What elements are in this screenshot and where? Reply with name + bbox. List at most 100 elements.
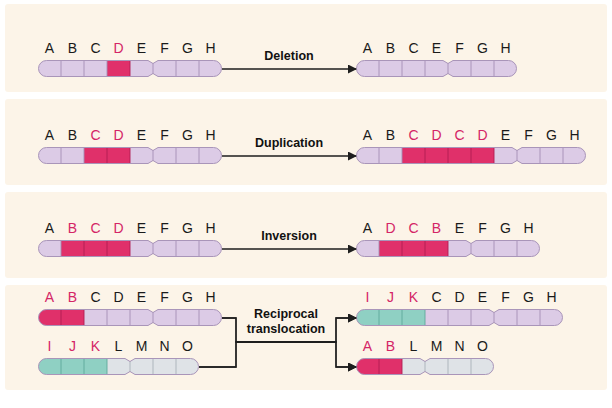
segment-divider	[540, 309, 541, 326]
gene-letter: C	[425, 287, 448, 307]
gene-letter: G	[176, 218, 199, 238]
segment-divider	[176, 60, 177, 77]
gene-letter: E	[130, 38, 153, 58]
gene-letter: C	[84, 125, 107, 145]
panel-band	[5, 285, 607, 390]
gene-letter: B	[61, 38, 84, 58]
segment-divider	[494, 309, 495, 326]
panel-band	[5, 4, 607, 92]
segment-divider	[402, 147, 403, 164]
segment-divider	[107, 240, 108, 257]
segment-divider	[176, 358, 177, 375]
segment-divider	[425, 358, 426, 375]
mutation-label: Duplication	[237, 136, 341, 151]
segment-divider	[61, 309, 62, 326]
segment-divider	[402, 309, 403, 326]
chromosome-segment	[379, 358, 403, 376]
segment-divider	[199, 147, 200, 164]
gene-letter: B	[61, 287, 84, 307]
segment-divider	[402, 358, 403, 375]
chromosome-segment	[448, 147, 472, 165]
gene-letter: D	[107, 125, 130, 145]
chromosome-segment	[494, 240, 518, 258]
gene-letter: E	[471, 287, 494, 307]
chromosome-segment	[379, 147, 403, 165]
chromosome-segment	[107, 309, 131, 327]
gene-letter: J	[379, 287, 402, 307]
gene-letter: A	[356, 218, 379, 238]
gene-letter: E	[130, 125, 153, 145]
segment-divider	[448, 60, 449, 77]
segment-divider	[402, 240, 403, 257]
chromosome-segment	[425, 240, 449, 258]
segment-divider	[517, 240, 518, 257]
gene-letter: I	[38, 336, 61, 356]
chromosome-segment	[402, 60, 426, 78]
gene-letter: C	[84, 38, 107, 58]
chromosome-segment	[176, 147, 200, 165]
segment-divider	[130, 60, 131, 77]
gene-letter: L	[107, 336, 130, 356]
mutation-label: Reciprocal translocation	[234, 307, 338, 337]
gene-letter: E	[130, 218, 153, 238]
gene-letter: D	[448, 287, 471, 307]
segment-divider	[84, 147, 85, 164]
segment-divider	[107, 358, 108, 375]
gene-letter: G	[471, 38, 494, 58]
panel-band	[5, 99, 607, 185]
segment-divider	[425, 309, 426, 326]
chromosome-segment	[176, 309, 200, 327]
gene-letter: A	[356, 336, 379, 356]
chromosome-segment	[402, 240, 426, 258]
gene-letter: A	[38, 218, 61, 238]
chromosome-outline	[357, 148, 586, 164]
gene-letter: G	[517, 287, 540, 307]
gene-letter: D	[379, 218, 402, 238]
gene-letter: O	[471, 336, 494, 356]
gene-letter: N	[448, 336, 471, 356]
gene-letter: B	[61, 125, 84, 145]
chromosome-segment	[61, 147, 85, 165]
segment-divider	[176, 309, 177, 326]
gene-letter: F	[153, 287, 176, 307]
segment-divider	[107, 147, 108, 164]
chromosome-segment	[471, 60, 495, 78]
gene-letter: C	[402, 38, 425, 58]
segment-divider	[517, 147, 518, 164]
chromosome: ABLMNO	[356, 336, 494, 376]
gene-letter: E	[425, 38, 448, 58]
chromosome: ADCBEFGH	[356, 218, 540, 258]
gene-letter: G	[176, 38, 199, 58]
gene-letter: C	[448, 125, 471, 145]
chromosome-shape	[38, 309, 222, 327]
segment-divider	[517, 309, 518, 326]
gene-letter: O	[176, 336, 199, 356]
segment-divider	[379, 240, 380, 257]
gene-letter: B	[61, 218, 84, 238]
segment-divider	[84, 60, 85, 77]
chromosome-segment	[107, 240, 131, 258]
chromosome-segment	[61, 240, 85, 258]
gene-letter: H	[563, 125, 586, 145]
gene-letter: G	[176, 287, 199, 307]
gene-letter: A	[38, 125, 61, 145]
chromosome-segment	[84, 358, 108, 376]
gene-letter: C	[402, 218, 425, 238]
gene-letter: D	[471, 125, 494, 145]
segment-divider	[448, 358, 449, 375]
mutation-label: Deletion	[237, 49, 341, 64]
segment-divider	[471, 147, 472, 164]
segment-divider	[107, 60, 108, 77]
gene-letter: F	[517, 125, 540, 145]
segment-divider	[61, 147, 62, 164]
gene-letter: F	[471, 218, 494, 238]
gene-letter: F	[153, 125, 176, 145]
gene-letter: E	[448, 218, 471, 238]
chromosome-shape	[38, 240, 222, 258]
gene-letter: D	[107, 218, 130, 238]
gene-letter: F	[494, 287, 517, 307]
chromosome-segment	[84, 60, 108, 78]
segment-divider	[448, 240, 449, 257]
chromosome-segment	[84, 147, 108, 165]
